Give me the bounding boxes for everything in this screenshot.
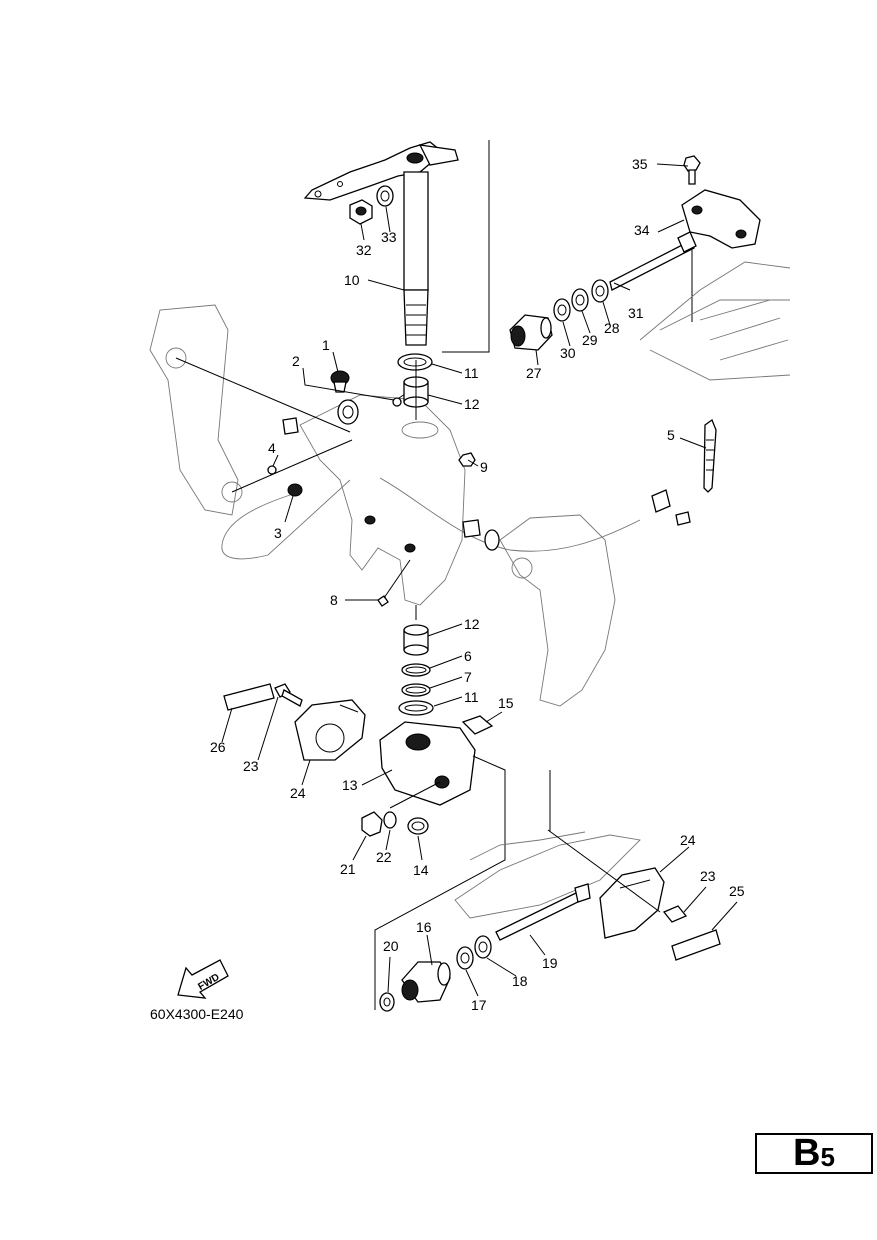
- bolt-23-left: [274, 683, 303, 707]
- callout-13: 13: [342, 777, 358, 793]
- tie-strap-5: [703, 418, 717, 493]
- callout-10: 10: [344, 272, 360, 288]
- bushing-right: [462, 519, 500, 551]
- callout-16: 16: [416, 919, 432, 935]
- callout-20: 20: [383, 938, 399, 954]
- bushing-12-lower: [403, 624, 429, 656]
- callout-7: 7: [464, 669, 472, 685]
- upper-mount-cover-34: [681, 189, 761, 249]
- clamp-bracket-right: [499, 514, 616, 707]
- callout-9: 9: [480, 459, 488, 475]
- screw-4: [267, 465, 277, 475]
- callout-27: 27: [526, 365, 542, 381]
- clamp-bracket-left: [149, 304, 243, 516]
- callout-34: 34: [634, 222, 650, 238]
- callout-17: 17: [471, 997, 487, 1013]
- clip-14: [407, 817, 429, 835]
- lower-mount-cover-24-left: [294, 699, 366, 761]
- washer-18: [474, 935, 492, 959]
- callout-33: 33: [381, 229, 397, 245]
- callout-19: 19: [542, 955, 558, 971]
- lower-mount-cover-24-right: [599, 867, 665, 939]
- callout-11-lower: 11: [464, 689, 479, 705]
- callout-15: 15: [498, 695, 514, 711]
- cowling-bottom-fragment: [639, 261, 791, 381]
- lower-mount-rubber-16: [401, 961, 451, 1003]
- callout-24-left: 24: [290, 785, 306, 801]
- callout-30: 30: [560, 345, 576, 361]
- callout-12-lower: 12: [464, 616, 480, 632]
- label-26: [223, 683, 275, 711]
- callout-14: 14: [413, 862, 429, 878]
- callout-35: 35: [632, 156, 648, 172]
- nut-32: [349, 199, 373, 225]
- bolt-23-right: [662, 905, 688, 923]
- diagram-code: 60X4300-E240: [150, 1006, 244, 1022]
- callout-4: 4: [268, 440, 276, 456]
- steering-shaft: [403, 171, 429, 346]
- bolt-31: [609, 231, 697, 291]
- callout-32: 32: [356, 242, 372, 258]
- swivel-bracket: [299, 394, 466, 606]
- page-label-number: 5: [820, 1142, 835, 1172]
- bushing-left: [282, 399, 359, 435]
- callout-numbers: 1 2 3 4 5 6 7 8 9 10 11 11 12 12 13 14 1…: [210, 156, 745, 1013]
- washer-17: [456, 946, 474, 970]
- label-25: [671, 929, 721, 961]
- callout-5: 5: [667, 427, 675, 443]
- lower-mount-housing-13: [379, 721, 476, 806]
- callout-18: 18: [512, 973, 528, 989]
- washer-33: [376, 185, 394, 207]
- bolt-35: [683, 155, 701, 185]
- callout-3: 3: [274, 525, 282, 541]
- upper-mount-rubber-27: [509, 314, 553, 351]
- seal-11-lower: [398, 700, 434, 716]
- fwd-direction-arrow: FWD: [177, 959, 229, 999]
- callout-25: 25: [729, 883, 745, 899]
- callout-2: 2: [292, 353, 300, 369]
- stopper-15: [461, 715, 494, 735]
- callout-leaders: [221, 163, 738, 997]
- cap-21: [361, 811, 383, 837]
- lower-case-fragment: [374, 755, 641, 1010]
- bolt-8: [377, 559, 411, 607]
- callout-29: 29: [582, 332, 598, 348]
- callout-8: 8: [330, 592, 338, 608]
- callout-22: 22: [376, 849, 392, 865]
- wire-lead-3: [221, 477, 691, 560]
- seal-11-upper: [397, 353, 433, 371]
- washer-20: [379, 992, 395, 1012]
- callout-1: 1: [322, 337, 330, 353]
- callout-31: 31: [628, 305, 644, 321]
- callout-28: 28: [604, 320, 620, 336]
- page-label-letter: B: [793, 1132, 821, 1174]
- callout-23-right: 23: [700, 868, 716, 884]
- grease-nipple-1: [330, 370, 350, 393]
- washers-28-30: [553, 279, 609, 322]
- steering-arm: [303, 141, 459, 201]
- callout-21: 21: [340, 861, 356, 877]
- callout-12-upper: 12: [464, 396, 480, 412]
- callout-6: 6: [464, 648, 472, 664]
- washer-22: [383, 811, 397, 829]
- o-ring-7: [401, 683, 431, 697]
- bolt-19: [495, 883, 591, 941]
- callout-11-upper: 11: [464, 365, 479, 381]
- callout-24-right: 24: [680, 832, 696, 848]
- o-ring-6: [401, 663, 431, 677]
- callout-23-left: 23: [243, 758, 259, 774]
- callout-26: 26: [210, 739, 226, 755]
- nut-9: [458, 452, 476, 467]
